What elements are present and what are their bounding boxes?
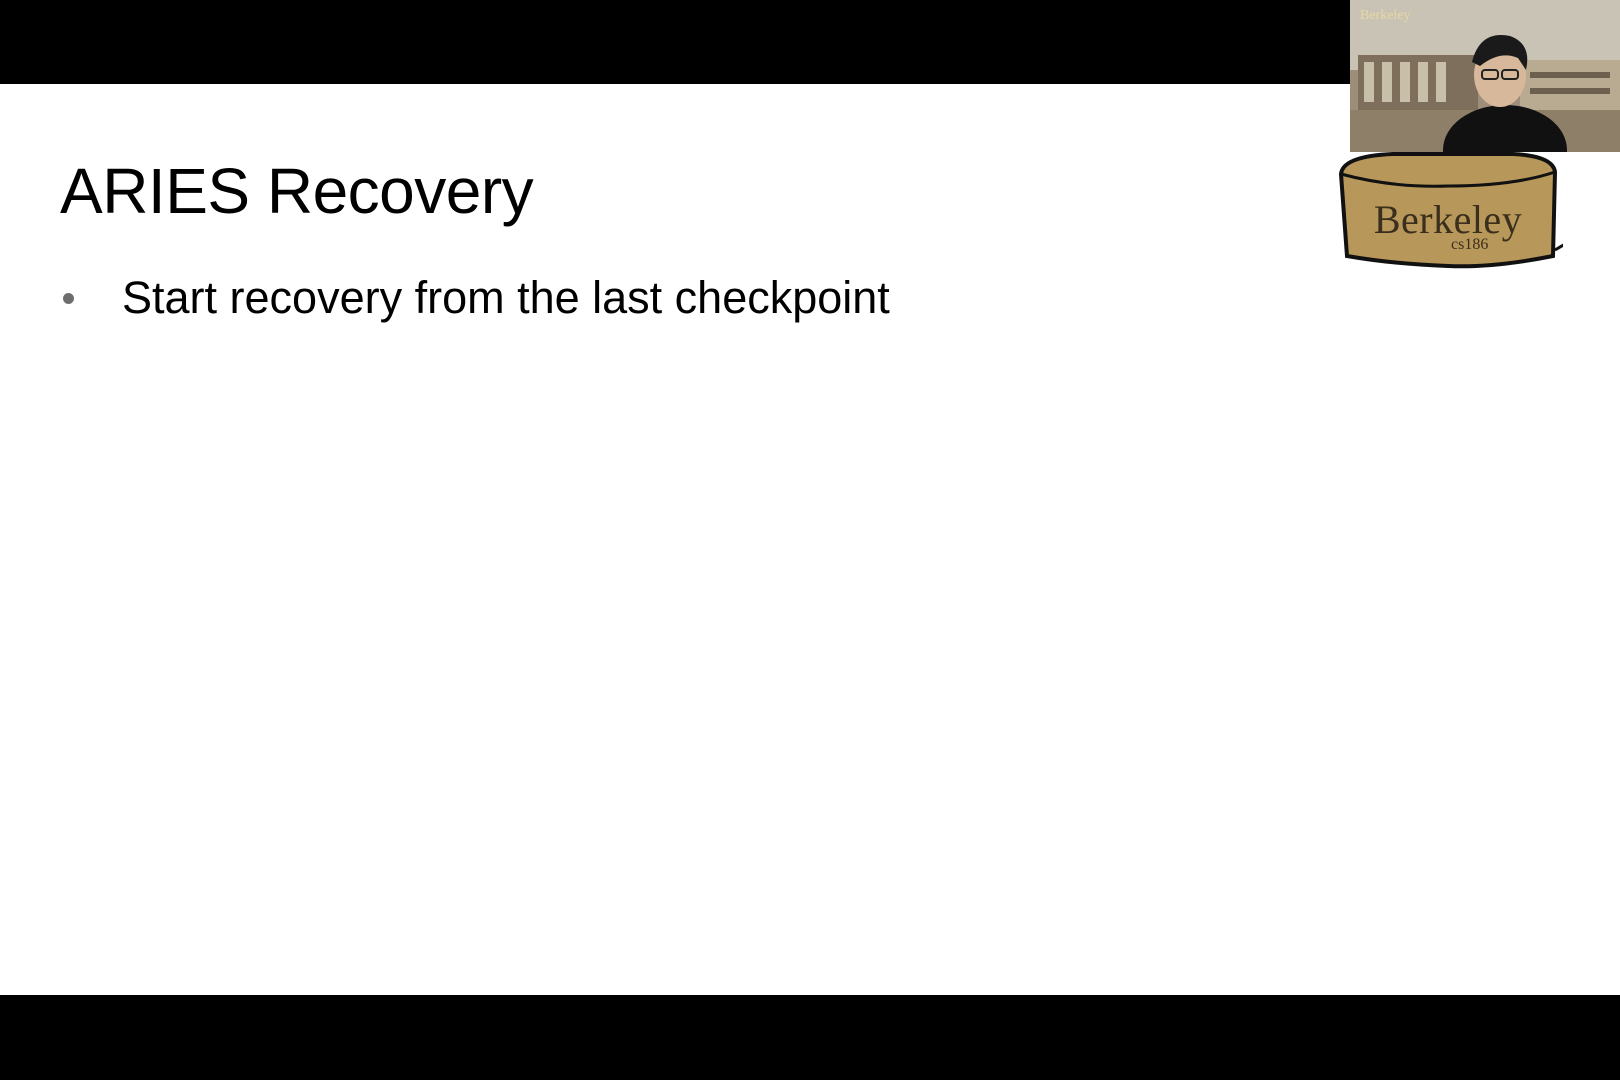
webcam-logo-text: Berkeley <box>1360 8 1411 23</box>
slide-title: ARIES Recovery <box>60 155 534 227</box>
bullet-text: Start recovery from the last checkpoint <box>122 272 890 323</box>
podium-label: Berkeley <box>1373 197 1523 242</box>
presenter-video-icon <box>1350 0 1620 152</box>
bullet-item: Start recovery from the last checkpoint <box>60 269 890 327</box>
presenter-webcam: Berkeley <box>1350 0 1620 152</box>
bullet-list: Start recovery from the last checkpoint <box>60 269 890 327</box>
bullet-dot-icon <box>63 293 74 304</box>
podium-overlay: Berkeley cs186 <box>1333 152 1566 270</box>
podium-sublabel: cs186 <box>1451 236 1489 253</box>
podium-icon <box>1338 152 1566 269</box>
